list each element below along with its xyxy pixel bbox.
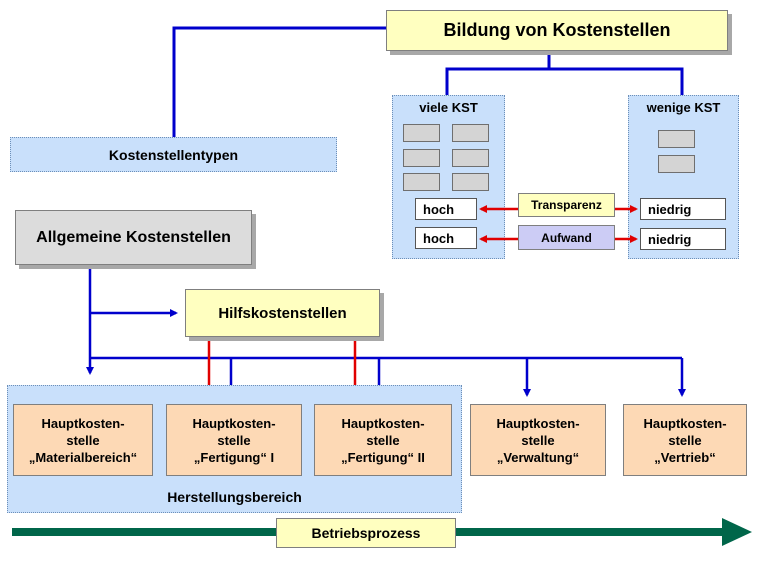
viele-kst-header: viele KST (419, 100, 478, 115)
hauptkostenstelle-fertigung-1: Hauptkosten- stelle „Fertigung“ I (166, 404, 302, 476)
haupt-line: „Fertigung“ I (193, 449, 275, 465)
haupt-line: Hauptkosten- (41, 415, 125, 431)
hauptkostenstelle-materialbereich: Hauptkosten- stelle „Materialbereich“ (13, 404, 153, 476)
kst-cell (403, 124, 440, 142)
haupt-line: „Fertigung“ II (341, 449, 425, 465)
haupt-line: Hauptkosten- (341, 415, 425, 431)
haupt-line: stelle (521, 432, 555, 448)
haupt-line: Hauptkosten- (643, 415, 727, 431)
hauptkostenstelle-verwaltung: Hauptkosten- stelle „Verwaltung“ (470, 404, 606, 476)
transparenz-box: Transparenz (518, 193, 615, 217)
kst-cell (403, 149, 440, 167)
wenige-transparenz-value: niedrig (640, 198, 726, 220)
haupt-line: „Verwaltung“ (496, 449, 580, 465)
hauptkostenstelle-vertrieb: Hauptkosten- stelle „Vertrieb“ (623, 404, 747, 476)
kst-cell (403, 173, 440, 191)
herstellungsbereich-label: Herstellungsbereich (167, 489, 302, 505)
hauptkostenstelle-fertigung-2: Hauptkosten- stelle „Fertigung“ II (314, 404, 452, 476)
hilfskostenstellen-box: Hilfskostenstellen (185, 289, 380, 337)
viele-transparenz-value: hoch (415, 198, 477, 220)
betriebsprozess-box: Betriebsprozess (276, 518, 456, 548)
wenige-aufwand-text: niedrig (648, 231, 692, 247)
haupt-line: „Vertrieb“ (654, 449, 716, 465)
viele-aufwand-text: hoch (423, 230, 455, 246)
kst-cell (452, 124, 489, 142)
title-text: Bildung von Kostenstellen (443, 20, 671, 40)
kst-cell (452, 173, 489, 191)
hilfs-label: Hilfskostenstellen (218, 304, 347, 322)
wenige-aufwand-value: niedrig (640, 228, 726, 250)
title-box: Bildung von Kostenstellen (386, 10, 728, 51)
aufwand-box: Aufwand (518, 225, 615, 250)
line-title-to-types (172, 26, 386, 137)
process-arrow-head (722, 518, 752, 546)
kst-cell (452, 149, 489, 167)
betriebsprozess-label: Betriebsprozess (311, 525, 421, 541)
haupt-line: stelle (366, 432, 400, 448)
allgemeine-label: Allgemeine Kostenstellen (36, 228, 231, 246)
haupt-line: stelle (217, 432, 251, 448)
haupt-line: stelle (66, 432, 100, 448)
wenige-kst-header: wenige KST (646, 100, 721, 115)
line-title-branches (445, 67, 684, 95)
wenige-transparenz-text: niedrig (648, 201, 692, 217)
viele-aufwand-value: hoch (415, 227, 477, 249)
kostenstellentypen-box: Kostenstellentypen (10, 137, 337, 172)
viele-transparenz-text: hoch (423, 201, 455, 217)
transparenz-label: Transparenz (531, 198, 602, 212)
allgemeine-kostenstellen-box: Allgemeine Kostenstellen (15, 210, 252, 265)
kst-cell (658, 155, 695, 173)
haupt-line: stelle (668, 432, 702, 448)
aufwand-label: Aufwand (541, 230, 592, 245)
kostenstellentypen-label: Kostenstellentypen (108, 146, 239, 163)
haupt-line: Hauptkosten- (496, 415, 580, 431)
haupt-line: „Materialbereich“ (28, 449, 138, 465)
kst-cell (658, 130, 695, 148)
haupt-line: Hauptkosten- (192, 415, 276, 431)
